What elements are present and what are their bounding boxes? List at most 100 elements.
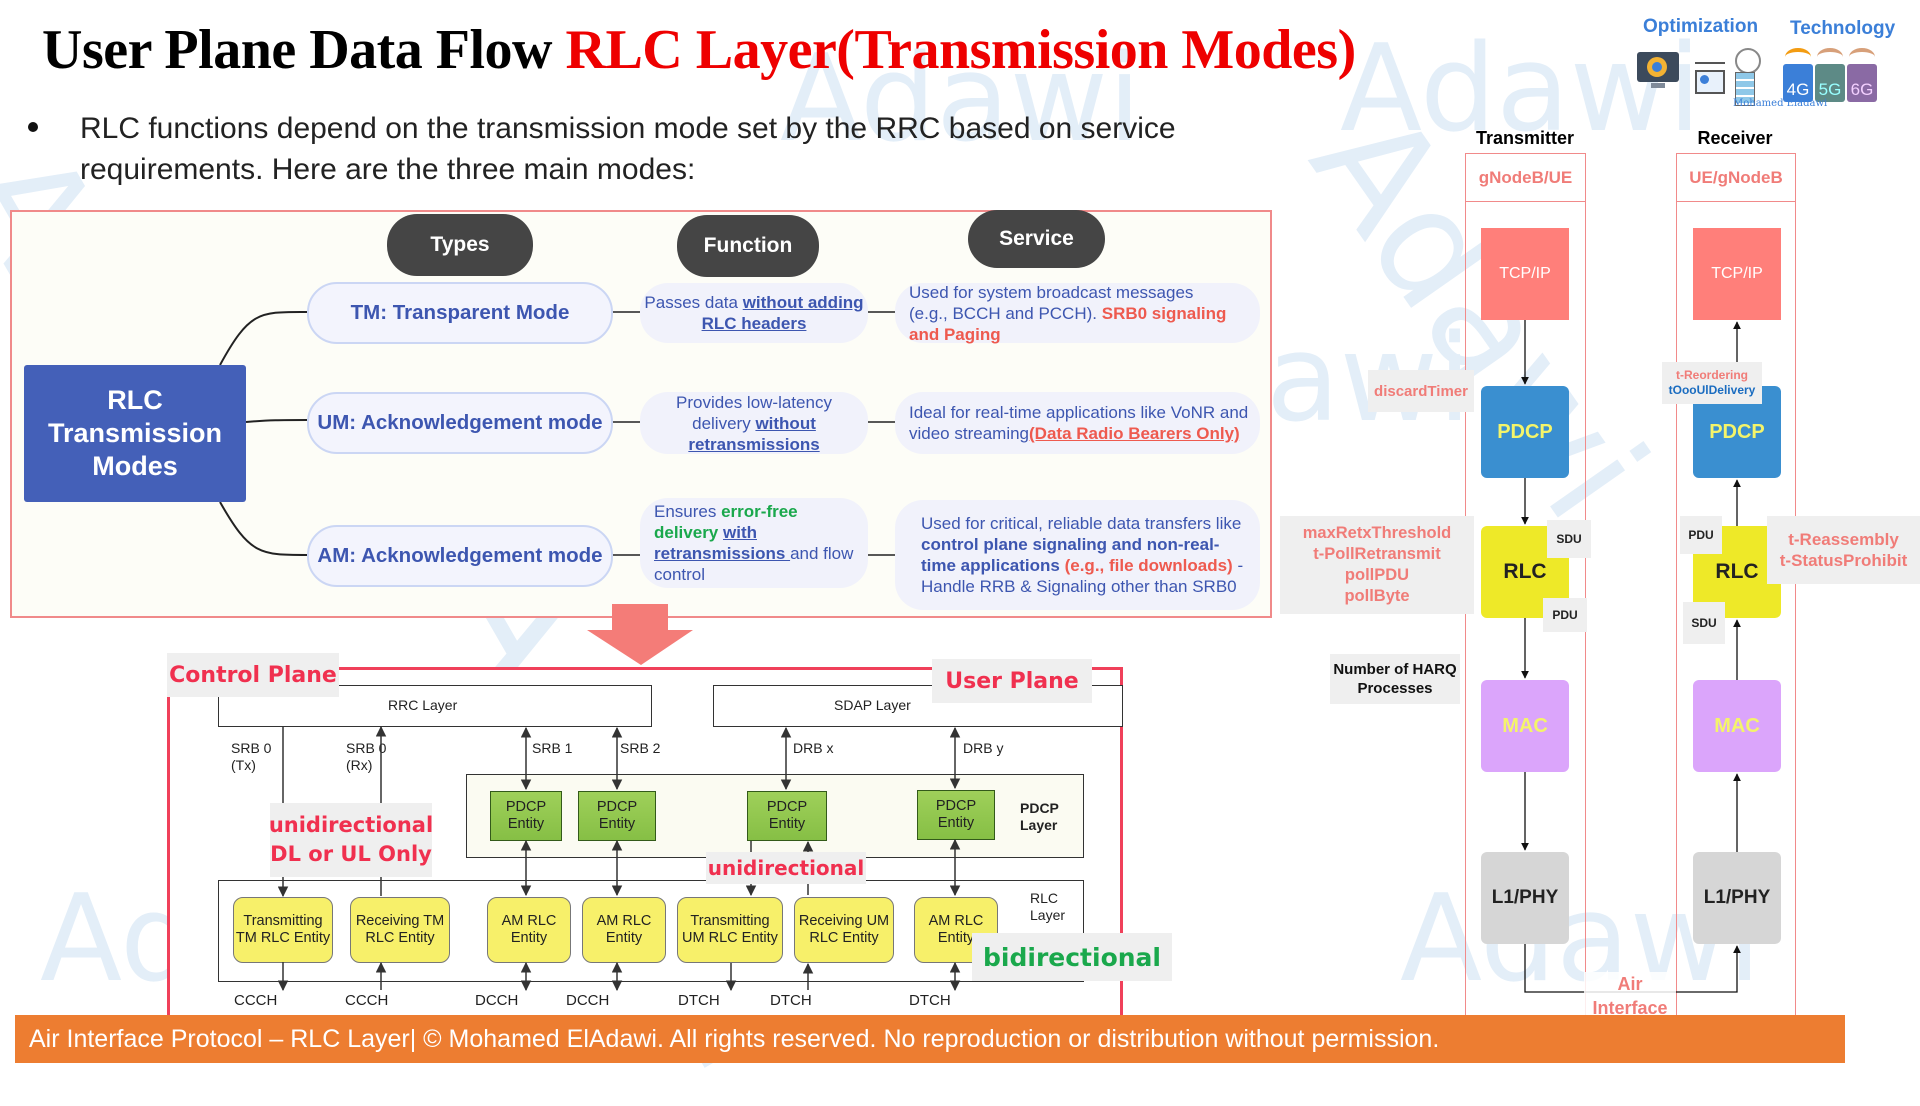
- channel-label: CCCH: [345, 992, 389, 1009]
- text-run-bold: control plane signaling and non-real-tim…: [921, 535, 1220, 575]
- rx-mac-layer: MAC: [1693, 680, 1781, 772]
- rlc-layer-label: RLC Layer: [1030, 890, 1066, 923]
- param-item: maxRetxThreshold: [1302, 524, 1452, 542]
- drbx-label: DRB x: [793, 740, 834, 756]
- tx-tcpip-layer: TCP/IP: [1481, 228, 1569, 320]
- user-plane-label: User Plane: [932, 659, 1092, 703]
- receiver-title: Receiver: [1697, 128, 1773, 148]
- stack-arrows: [1521, 320, 1741, 993]
- bullet-dot-icon: [28, 122, 38, 132]
- mode-um: UM: Acknowledgement mode: [307, 392, 613, 454]
- wifi-signal-icon: [1817, 48, 1843, 66]
- rx-tcpip-layer: TCP/IP: [1693, 228, 1781, 320]
- channel-label: DTCH: [678, 992, 720, 1009]
- text-run: and flow control: [654, 544, 854, 584]
- text-run-emphasis: without adding RLC headers: [701, 293, 864, 333]
- rlc-entity-am-drby: AM RLC Entity: [914, 897, 998, 963]
- text-run: Ensures: [654, 502, 722, 521]
- function-um: Provides low-latency delivery without re…: [640, 392, 868, 454]
- text-run: Passes data: [644, 293, 743, 312]
- text-run-red: SRB0 signaling and Paging: [909, 303, 1227, 344]
- down-arrow-icon: [587, 604, 693, 665]
- text-run: Used for critical, reliable data transfe…: [921, 514, 1242, 533]
- mode-tm: TM: Transparent Mode: [307, 282, 613, 344]
- text-run: Ideal for real-time applications like Vo…: [909, 403, 1249, 443]
- types-header: Types: [387, 214, 533, 276]
- pdcp-layer-label: PDCP Layer: [1020, 800, 1059, 833]
- rlc-transmission-modes-root: RLC Transmission Modes: [24, 365, 246, 502]
- am-direction-note: bidirectional: [972, 933, 1172, 981]
- footer-text: Air Interface Protocol – RLC Layer| © Mo…: [29, 1024, 1440, 1053]
- pdcp-entity-drbx: PDCP Entity: [747, 791, 827, 841]
- author-label: Mohamed Eladawi: [1733, 98, 1828, 109]
- param-item: t-PollRetransmit: [1313, 545, 1441, 563]
- text-run-emphasis: without retransmissions: [688, 413, 820, 454]
- analytics-dashboard-icon: [1691, 50, 1733, 100]
- channel-label: DTCH: [770, 992, 812, 1009]
- mac-tx-param: Number of HARQ Processes: [1330, 654, 1460, 704]
- tx-phy-layer: L1/PHY: [1481, 852, 1569, 944]
- rlc-entity-tx-um: Transmitting UM RLC Entity: [677, 897, 783, 963]
- text-run-green: error-free delivery: [654, 502, 798, 542]
- transmitter-title: Transmitter: [1475, 128, 1575, 148]
- wifi-signal-icon: [1785, 48, 1811, 66]
- page-title: User Plane Data Flow RLC Layer(Transmiss…: [42, 18, 1356, 82]
- rx-rlc-sdu-tag: SDU: [1683, 602, 1725, 644]
- text-run-red: (Data Radio Bearers Only): [1029, 424, 1240, 443]
- channel-label: CCCH: [234, 992, 278, 1009]
- wifi-5g-icon: 5G: [1815, 64, 1845, 102]
- brand-logo: Optimization Technology 4G 5G 6G Mohamed…: [1635, 14, 1915, 114]
- text-run-red: (e.g., file downloads): [1064, 556, 1233, 575]
- text-run: Provides low-latency delivery: [676, 392, 832, 433]
- modes-connectors: [219, 310, 895, 556]
- rlc-entity-am-srb1: AM RLC Entity: [487, 897, 571, 963]
- server-icon: [1735, 72, 1755, 106]
- receiver-node: UE/gNodeB: [1677, 154, 1795, 202]
- function-tm: Passes data without adding RLC headers: [640, 283, 868, 343]
- wifi-6g-icon: 6G: [1847, 64, 1877, 102]
- srb0-rx-label: SRB 0 (Rx): [346, 740, 387, 773]
- rrc-layer-label: RRC Layer: [388, 697, 458, 713]
- channel-label: DTCH: [909, 992, 951, 1009]
- rlc-tx-params: maxRetxThreshold t-PollRetransmit pollPD…: [1280, 516, 1474, 614]
- air-interface-label: Air Interface: [1584, 972, 1676, 1020]
- control-plane-label: Control Plane: [167, 653, 339, 697]
- param-item: t-StatusProhibit: [1779, 551, 1908, 570]
- tx-rlc-pdu-tag: PDU: [1543, 598, 1587, 632]
- text-run: Used for system broadcast messages (e.g.…: [909, 282, 1194, 323]
- channel-label: DCCH: [566, 992, 610, 1009]
- param-item: pollPDU: [1344, 566, 1410, 584]
- text-run-emphasis: with retransmissions: [654, 523, 791, 563]
- param-item: pollByte: [1344, 587, 1410, 605]
- tm-direction-note: unidirectional DL or UL Only: [269, 803, 433, 877]
- um-direction-note: unidirectional: [706, 852, 866, 884]
- function-am: Ensures error-free delivery with retrans…: [640, 498, 868, 588]
- channel-label: DCCH: [475, 992, 519, 1009]
- rlc-entity-rx-um: Receiving UM RLC Entity: [794, 897, 894, 963]
- rx-rlc-pdu-tag: PDU: [1680, 516, 1722, 554]
- footer-bar: Air Interface Protocol – RLC Layer| © Mo…: [15, 1015, 1845, 1063]
- title-highlight: RLC Layer(Transmission Modes): [565, 19, 1357, 81]
- pdcp-entity-srb1: PDCP Entity: [490, 791, 562, 841]
- service-um: Ideal for real-time applications like Vo…: [895, 392, 1260, 454]
- wifi-4g-icon: 4G: [1783, 64, 1813, 102]
- rx-phy-layer: L1/PHY: [1693, 852, 1781, 944]
- wifi-signal-icon: [1849, 48, 1875, 66]
- rlc-entity-tx-tm: Transmitting TM RLC Entity: [233, 897, 333, 963]
- service-am: Used for critical, reliable data transfe…: [895, 500, 1260, 610]
- technology-label: Technology: [1790, 18, 1896, 39]
- srb1-label: SRB 1: [532, 740, 573, 756]
- tx-pdcp-layer: PDCP: [1481, 386, 1569, 478]
- rlc-rx-params: t-Reassembly t-StatusProhibit: [1767, 516, 1920, 584]
- tx-rlc-sdu-tag: SDU: [1547, 520, 1591, 558]
- drby-label: DRB y: [963, 740, 1004, 756]
- transmitter-node: gNodeB/UE: [1466, 154, 1585, 202]
- optimization-label: Optimization: [1643, 16, 1759, 37]
- tx-mac-layer: MAC: [1481, 680, 1569, 772]
- service-tm: Used for system broadcast messages (e.g.…: [895, 282, 1260, 344]
- pdcp-rx-params: t-Reordering tOooUlDelivery: [1662, 362, 1762, 404]
- srb0-tx-label: SRB 0 (Tx): [231, 740, 272, 773]
- rlc-entity-rx-tm: Receiving TM RLC Entity: [350, 897, 450, 963]
- intro-text: RLC functions depend on the transmission…: [80, 112, 1176, 186]
- rlc-entity-am-srb2: AM RLC Entity: [582, 897, 666, 963]
